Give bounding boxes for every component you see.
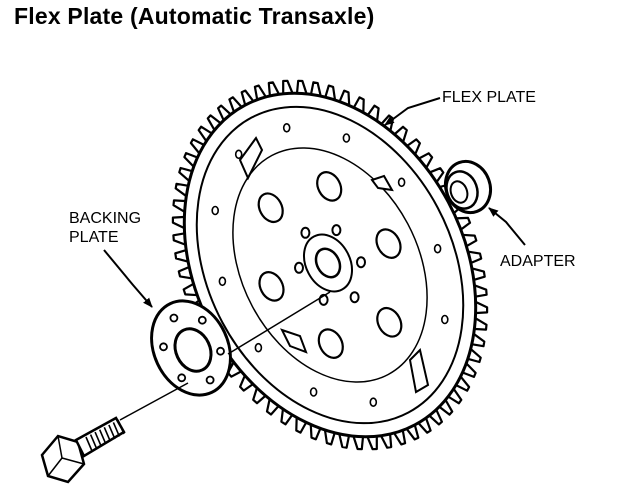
backing-plate-label-line2: PLATE: [69, 229, 119, 246]
flex-plate-torque-converter-holes: [211, 123, 449, 408]
crankshaft-bolt-hole: [331, 224, 342, 237]
bolt-thread: [103, 426, 112, 442]
lightening-hole: [258, 271, 285, 302]
bolt-thread: [112, 422, 121, 437]
crankshaft-bolt-hole: [300, 226, 311, 239]
bolt-thread: [89, 434, 98, 449]
flex-plate-label: FLEX PLATE: [442, 89, 536, 106]
backing-plate-leader: [103, 249, 153, 308]
flex-plate-lightening-holes: [257, 171, 403, 359]
flex-plate-outer-rim: [195, 105, 465, 425]
diagram-title: Flex Plate (Automatic Transaxle): [14, 3, 375, 29]
crankshaft-bolt-hole: [356, 256, 366, 269]
rim-hole: [397, 177, 406, 188]
backing-plate-bolt-hole: [159, 342, 168, 352]
flex-plate-slot-1: [238, 136, 264, 181]
bolt-thread: [94, 431, 102, 447]
bolt-thread: [108, 424, 116, 440]
crankshaft-bolt-hole: [349, 291, 360, 304]
rim-hole: [433, 243, 442, 254]
backing-plate-label: BACKING PLATE: [69, 209, 141, 247]
adapter: [443, 159, 493, 215]
bolt-centerline: [119, 382, 189, 421]
rim-hole: [369, 397, 378, 408]
lightening-hole: [375, 228, 402, 259]
flex-plate-center-hole: [314, 247, 342, 279]
backing-plate-bolt-hole: [197, 315, 207, 325]
flex-plate: [171, 79, 489, 451]
bolt: [40, 416, 126, 484]
flex-plate-inner-ring: [232, 147, 428, 383]
bolt-shank: [74, 416, 126, 458]
rim-hole: [234, 149, 243, 160]
flex-plate-slot-4: [370, 174, 394, 192]
backing-plate-label-line1: BACKING: [69, 210, 142, 227]
lightening-hole: [376, 306, 403, 338]
bolt-thread: [85, 436, 93, 452]
rim-hole: [282, 123, 291, 133]
rim-hole: [254, 342, 263, 353]
backing-plate-bolt-hole: [216, 346, 225, 356]
backing-plate-bolt-hole: [177, 373, 187, 383]
lightening-hole: [257, 192, 284, 224]
bolt-threads: [85, 419, 125, 452]
rim-hole: [309, 387, 318, 397]
flex-plate-slot-3: [280, 328, 308, 354]
rim-hole: [440, 314, 449, 325]
lightening-hole: [316, 171, 343, 202]
backing-plate-bolt-hole: [169, 313, 179, 323]
lightening-hole: [317, 328, 344, 359]
rim-hole: [211, 205, 219, 216]
crankshaft-bolt-hole: [294, 261, 304, 274]
rim-hole: [342, 133, 351, 143]
adapter-label: ADAPTER: [500, 253, 576, 270]
adapter-bore: [449, 180, 469, 204]
backing-plate-bolt-holes: [159, 313, 225, 385]
flex-plate-leader: [384, 97, 441, 126]
bolt-thread: [98, 429, 107, 445]
backing-plate-bolt-hole: [205, 375, 215, 385]
plate-centerline: [227, 291, 331, 355]
bolt-thread: [117, 419, 125, 435]
flex-plate-slot-2: [408, 348, 430, 394]
rim-hole: [218, 276, 227, 287]
backing-plate-center-hole: [173, 327, 213, 373]
backing-plate: [150, 299, 232, 397]
adapter-leader: [488, 207, 526, 246]
